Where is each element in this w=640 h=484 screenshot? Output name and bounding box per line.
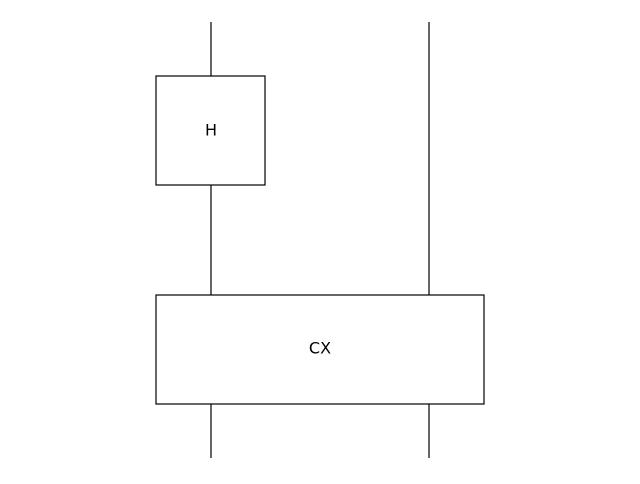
cx-gate: CX (155, 294, 485, 405)
cx-gate-box (155, 294, 485, 405)
h-gate-label: H (205, 121, 217, 140)
h-gate-box (155, 75, 266, 186)
h-gate: H (155, 75, 266, 186)
cx-gate-label: CX (309, 339, 331, 358)
